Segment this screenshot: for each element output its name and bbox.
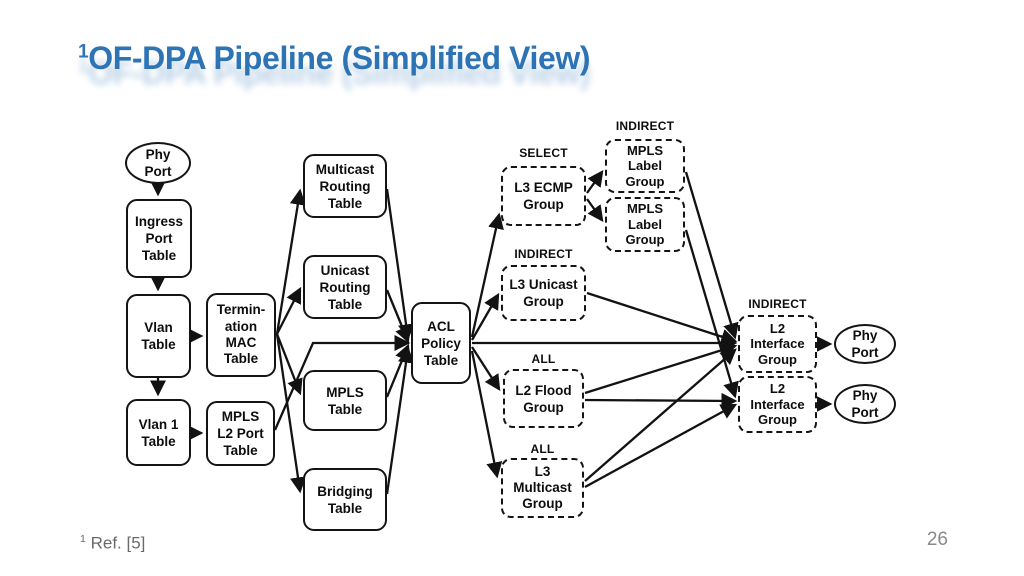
node-multicast-routing-table: Multicast Routing Table [303, 154, 387, 218]
footer-reference-text: Ref. [5] [85, 533, 146, 553]
page-title: 1OF-DPA Pipeline (Simplified View) [78, 40, 591, 77]
title-superscript: 1 [78, 41, 89, 63]
group-type-label-all-2: ALL [530, 442, 555, 456]
group-type-label-select: SELECT [519, 146, 568, 160]
group-type-label-indirect-3: INDIRECT [748, 297, 807, 311]
node-l3-multicast-group: L3 Multicast Group [501, 458, 584, 518]
node-vlan-table: Vlan Table [126, 294, 191, 378]
termination-mac-fanout-arrows [273, 188, 411, 494]
node-phy-port-in: Phy Port [125, 142, 191, 184]
node-l2-flood-group: L2 Flood Group [503, 369, 584, 428]
to-phy-port-arrows [816, 335, 833, 413]
group-type-label-indirect-1: INDIRECT [615, 119, 675, 133]
footer-reference: 1 Ref. [5] [80, 533, 145, 554]
node-mpls-label-group-2: MPLS Label Group [605, 197, 685, 252]
node-l3-ecmp-group: L3 ECMP Group [501, 166, 586, 226]
node-vlan-1-table: Vlan 1 Table [126, 399, 191, 466]
node-bridging-table: Bridging Table [303, 468, 387, 531]
node-acl-policy-table: ACL Policy Table [411, 302, 471, 384]
node-termination-mac-table: Termin- ation MAC Table [206, 293, 276, 377]
node-phy-port-out-2: Phy Port [834, 384, 896, 424]
node-l2-interface-group-1: L2 Interface Group [738, 315, 817, 373]
page-title-text: OF-DPA Pipeline (Simplified View) [88, 40, 591, 76]
node-ingress-port-table: Ingress Port Table [126, 199, 192, 278]
acl-fanout-arrows [470, 212, 738, 479]
to-acl-arrows [385, 188, 415, 495]
group-type-label-indirect-2: INDIRECT [514, 247, 573, 261]
node-mpls-l2-port-table: MPLS L2 Port Table [206, 401, 275, 466]
node-mpls-label-group-1: MPLS Label Group [605, 139, 685, 193]
footer-superscript: 1 [80, 533, 86, 545]
to-l2-interface-arrows [584, 171, 739, 489]
node-mpls-table: MPLS Table [303, 370, 387, 431]
node-phy-port-out-1: Phy Port [834, 324, 896, 364]
left-chain-arrows [149, 180, 204, 442]
group-type-label-all-1: ALL [531, 352, 556, 366]
node-l2-interface-group-2: L2 Interface Group [738, 376, 817, 433]
slide-page-number: 26 [926, 529, 948, 550]
node-l3-unicast-group: L3 Unicast Group [501, 265, 586, 321]
node-unicast-routing-table: Unicast Routing Table [303, 255, 387, 319]
ecmp-to-mpls-label-arrows [586, 170, 604, 222]
